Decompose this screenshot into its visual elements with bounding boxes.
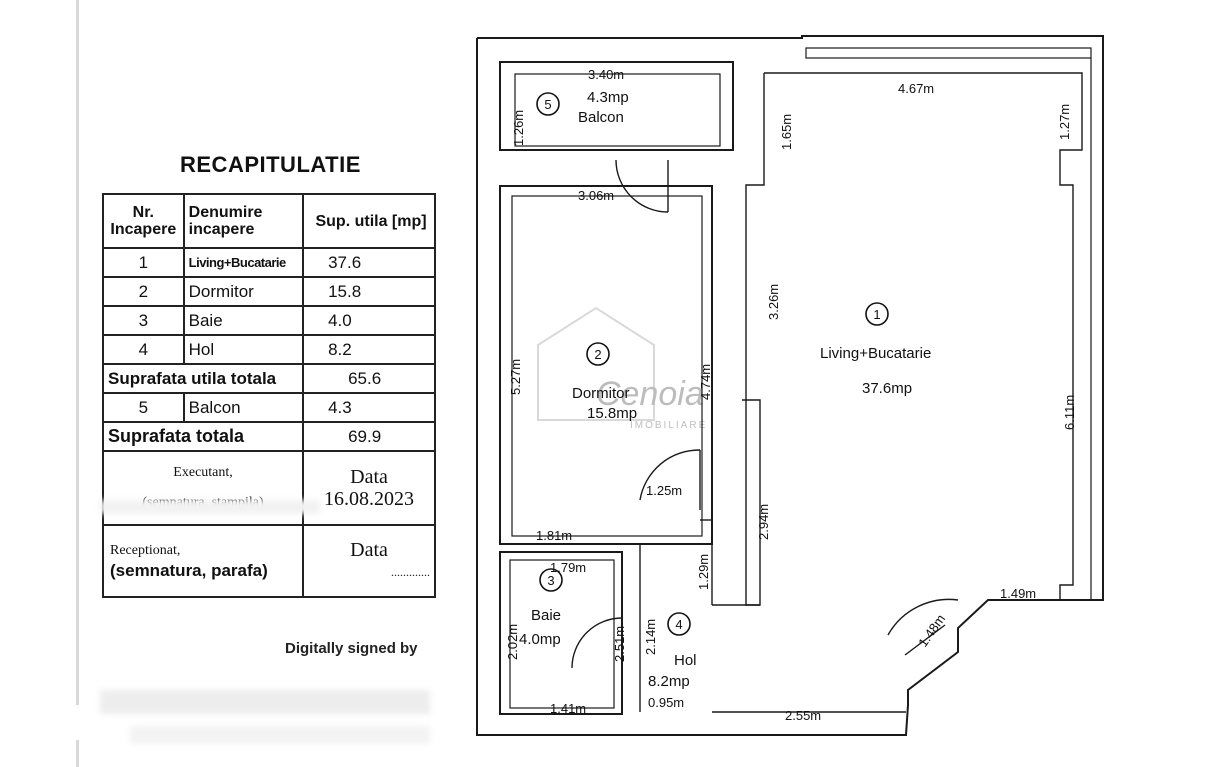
dim-liv-b: 2.55m — [785, 708, 821, 723]
living-wall — [764, 72, 1083, 601]
dim-baie-h2: 2.51m — [612, 626, 627, 662]
row-name: Dormitor — [182, 276, 305, 307]
room-2-marker — [586, 342, 610, 366]
useful-total-label: Suprafata utila totala — [101, 363, 305, 394]
redacted-signature — [100, 690, 430, 714]
date-label-2: Data — [350, 539, 388, 561]
receptionat-row: Receptionat, (semnatura, parafa) Data ..… — [101, 524, 436, 598]
row-name: Baie — [182, 305, 305, 336]
room-1-marker — [865, 302, 889, 326]
header-name: Denumire incapere — [182, 193, 305, 249]
useful-total-row: Suprafata utila totala 65.6 — [101, 363, 436, 394]
dim-dorm-h2: 4.74m — [698, 364, 713, 400]
row-nr: 5 — [102, 392, 185, 423]
dim-baie-w: 1.79m — [550, 560, 586, 575]
balcon-name: Balcon — [578, 109, 624, 126]
dim-hol-w: 1.25m — [646, 483, 682, 498]
dim-liv-l3: 2.94m — [756, 504, 771, 540]
recap-table: Nr. Incapere Denumire incapere Sup. util… — [101, 193, 436, 598]
table-row: 3 Baie 4.0 — [102, 305, 436, 336]
room-2-num: 2 — [594, 347, 601, 362]
dim-dorm-h: 5.27m — [508, 359, 523, 395]
dim-hol-h: 1.29m — [696, 554, 711, 590]
living-area: 37.6mp — [862, 380, 912, 397]
row-name: Balcon — [182, 392, 305, 423]
receptionat-label: Receptionat, — [110, 543, 181, 558]
dim-liv-l2: 3.26m — [766, 284, 781, 320]
balcon-walls — [499, 61, 734, 151]
watermark-sub: IMOBILIARE — [630, 420, 707, 431]
dormitor-area: 15.8mp — [587, 405, 637, 422]
room-5-marker — [536, 92, 560, 116]
room-3-marker — [539, 568, 563, 592]
table-row: 2 Dormitor 15.8 — [102, 276, 436, 307]
dim-dorm-b1: 1.81m — [536, 528, 572, 543]
row-nr: 1 — [102, 247, 185, 278]
total-label: Suprafata totala — [101, 421, 305, 452]
baie-area: 4.0mp — [519, 631, 561, 648]
dim-baie-h: 2.02m — [505, 624, 520, 660]
dim-balcon-h: 1.26m — [511, 110, 526, 146]
dim-liv-l1: 1.65m — [779, 114, 794, 150]
row-nr: 3 — [102, 305, 185, 336]
dim-liv-r2: 6.11m — [1062, 395, 1077, 430]
header-nr: Nr. Incapere — [102, 193, 185, 249]
dotted-line: ............. — [391, 565, 430, 579]
watermark: Cenoia IMOBILIARE — [537, 306, 707, 431]
recap-header-row: Nr. Incapere Denumire incapere Sup. util… — [102, 193, 436, 249]
hol-area: 8.2mp — [648, 673, 690, 690]
dim-liv-diag: 1.48m — [915, 612, 948, 650]
dim-dorm-w: 3.06m — [578, 188, 614, 203]
dim-hol-b: 0.95m — [648, 695, 684, 710]
table-row: 4 Hol 8.2 — [102, 334, 436, 365]
date-label: Data — [350, 466, 388, 488]
baie-name: Baie — [531, 607, 561, 624]
useful-total-value: 65.6 — [302, 363, 436, 394]
dormitor-walls — [499, 185, 713, 545]
room-4-num: 4 — [675, 617, 682, 632]
watermark-brand: Cenoia — [596, 375, 704, 413]
redacted-stamp — [100, 500, 320, 514]
row-nr: 2 — [102, 276, 185, 307]
room-5-num: 5 — [544, 97, 551, 112]
executant-label: Executant, — [173, 465, 233, 480]
page-edge-line-lower — [76, 740, 79, 767]
date-value: 16.08.2023 — [324, 488, 415, 510]
recap-title: RECAPITULATIE — [180, 152, 361, 177]
hol-name: Hol — [674, 652, 697, 669]
page-edge-line — [76, 0, 79, 705]
dim-liv-br: 1.49m — [1000, 586, 1036, 601]
room-3-num: 3 — [547, 573, 554, 588]
dim-liv-top: 4.67m — [898, 81, 934, 96]
room-1-num: 1 — [873, 307, 880, 322]
row-area: 8.2 — [302, 334, 436, 365]
row-area: 15.8 — [302, 276, 436, 307]
dim-liv-r1: 1.27m — [1057, 104, 1072, 140]
dim-hol-h2: 2.14m — [643, 619, 658, 655]
receptionat-sub: (semnatura, parafa) — [110, 561, 268, 580]
row-name: Hol — [182, 334, 305, 365]
dim-baie-b: 1.41m — [550, 701, 586, 716]
row-area: 4.0 — [302, 305, 436, 336]
baie-walls — [499, 551, 623, 715]
dim-balcon-w: 3.40m — [588, 67, 624, 82]
living-name: Living+Bucatarie — [820, 345, 931, 362]
digital-signature-text: Digitally signed by — [285, 640, 418, 657]
total-value: 69.9 — [302, 421, 436, 452]
dormitor-name: Dormitor — [572, 385, 630, 402]
plan-outer-wall — [476, 35, 1104, 736]
row-area: 4.3 — [302, 392, 436, 423]
row-name: Living+Bucatarie — [182, 247, 305, 278]
room-4-marker — [667, 612, 691, 636]
row-nr: 4 — [102, 334, 185, 365]
header-area: Sup. utila [mp] — [302, 193, 436, 249]
table-row: 1 Living+Bucatarie 37.6 — [102, 247, 436, 278]
table-row: 5 Balcon 4.3 — [102, 392, 436, 423]
balcon-area: 4.3mp — [587, 89, 629, 106]
total-row: Suprafata totala 69.9 — [101, 421, 436, 452]
row-area: 37.6 — [302, 247, 436, 278]
redacted-signature-2 — [130, 726, 430, 744]
